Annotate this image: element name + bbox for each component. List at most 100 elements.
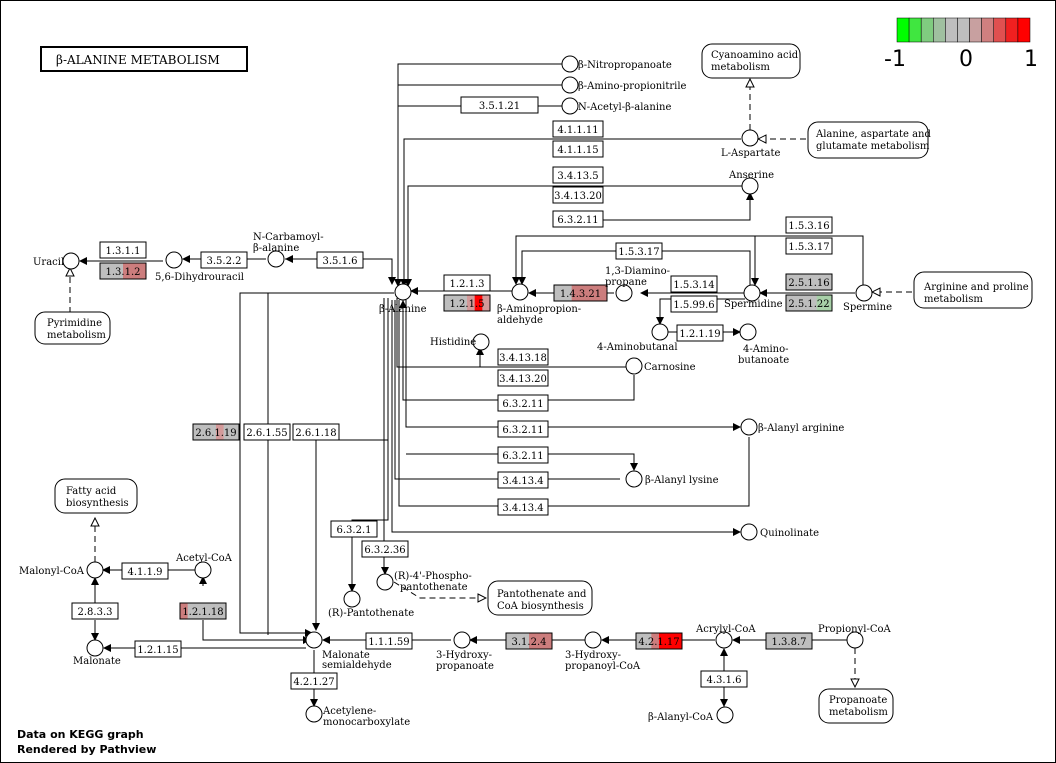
legend-swatch [908,17,922,43]
compound-acetylene[interactable] [305,705,323,723]
compound-aminobutanoate[interactable] [739,323,757,341]
enzyme-4-2-1-17[interactable]: 4.2.1.17 [635,632,683,650]
compound-alanyl-coa[interactable] [716,706,734,724]
label-acetylene-1: Acetylene- [322,706,376,717]
enzyme-1-3-8-7[interactable]: 1.3.8.7 [765,632,813,650]
enzyme-2-6-1-19[interactable]: 2.6.1.19 [192,423,240,441]
compound-nitropropanoate[interactable] [561,55,579,73]
compound-acetyl-coa[interactable] [194,561,212,579]
enzyme-1-3-1-2[interactable]: 1.3.1.2 [99,262,147,280]
compound-phosphopantothenate[interactable] [376,573,394,591]
enzyme-6-3-2-11[interactable]: 6.3.2.11 [497,446,549,464]
enzyme-1-2-1-5[interactable]: 1.2.1.5 [443,294,491,312]
enzyme-1-2-1-15[interactable]: 1.2.1.15 [134,640,182,658]
map-pyrimidine[interactable]: Pyrimidine metabolism [34,311,111,345]
enzyme-1-5-3-16[interactable]: 1.5.3.16 [785,216,833,234]
compound-b-alanine[interactable] [394,283,412,301]
compound-spermidine[interactable] [743,284,761,302]
label-acrylyl-coa: Acrylyl-CoA [695,624,756,635]
legend-mid-label: 0 [959,47,973,72]
enzyme-3-4-13-20[interactable]: 3.4.13.20 [552,186,604,204]
enzyme-3-5-2-2[interactable]: 3.5.2.2 [200,251,248,269]
svg-text:Arginine and proline: Arginine and proline [923,282,1029,293]
svg-text:1.4.3.21: 1.4.3.21 [560,289,601,300]
map-fatty-acid[interactable]: Fatty acid biosynthesis [54,478,138,514]
legend-swatch [945,17,958,43]
legend-max-label: 1 [1024,47,1038,72]
enzyme-3-4-13-4[interactable]: 3.4.13.4 [497,471,549,489]
enzyme-1-5-99-6[interactable]: 1.5.99.6 [670,295,718,313]
map-cyanoamino[interactable]: Cyanoamino acid metabolism [701,43,801,79]
compound-aminopropionitrile[interactable] [561,76,579,94]
compound-carnosine[interactable] [625,357,643,375]
enzyme-6-3-2-36[interactable]: 6.3.2.36 [361,540,409,558]
enzyme-2-6-1-18[interactable]: 2.6.1.18 [292,423,340,441]
enzyme-1-5-3-17[interactable]: 1.5.3.17 [785,237,833,255]
compound-malonyl-coa[interactable] [86,561,104,579]
compound-acetyl-b-alanine[interactable] [561,97,579,115]
compound-malonate[interactable] [86,639,104,657]
compound-spermine[interactable] [855,284,873,302]
label-carbamoyl-1: N-Carbamoyl- [253,232,324,243]
enzyme-3-4-13-18[interactable]: 3.4.13.18 [497,348,549,366]
compound-aminopropion[interactable] [511,283,529,301]
enzyme-3-4-13-20[interactable]: 3.4.13.20 [497,369,549,387]
enzyme-1-2-1-3[interactable]: 1.2.1.3 [443,274,491,292]
compound-hydroxypropanoate[interactable] [453,631,471,649]
label-aminobutanoate-2: butanoate [738,355,789,366]
label-l-aspartate: L-Aspartate [721,148,781,159]
svg-text:1.3.1.1: 1.3.1.1 [106,246,141,257]
enzyme-6-3-2-11[interactable]: 6.3.2.11 [497,420,549,438]
svg-text:1.5.3.16: 1.5.3.16 [788,221,829,232]
svg-text:2.6.1.18: 2.6.1.18 [295,428,336,439]
enzyme-1-1-1-59[interactable]: 1.1.1.59 [365,632,413,650]
enzyme-4-1-1-9[interactable]: 4.1.1.9 [121,562,169,580]
compound-alanyl-arginine[interactable] [740,418,758,436]
compound-acrylyl-coa[interactable] [715,631,733,649]
enzyme-6-3-2-1[interactable]: 6.3.2.1 [330,520,378,538]
compound-histidine[interactable] [472,333,490,351]
enzyme-3-4-13-5[interactable]: 3.4.13.5 [552,166,604,184]
enzyme-2-5-1-22[interactable]: 2.5.1.22 [785,294,833,312]
compound-aminobutanal[interactable] [651,323,669,341]
legend-min-label: -1 [884,47,906,72]
enzyme-4-2-1-27[interactable]: 4.2.1.27 [290,672,338,690]
compound-anserine[interactable] [741,177,759,195]
enzyme-4-1-1-15[interactable]: 4.1.1.15 [552,140,604,158]
compound-quinolinate[interactable] [740,523,758,541]
enzyme-1-3-1-1[interactable]: 1.3.1.1 [99,241,147,259]
enzyme-4-1-1-11[interactable]: 4.1.1.11 [552,120,604,138]
compound-alanyl-lysine[interactable] [625,470,643,488]
enzyme-6-3-2-11[interactable]: 6.3.2.11 [552,210,604,228]
enzyme-3-4-13-4[interactable]: 3.4.13.4 [497,498,549,516]
compound-carbamoyl[interactable] [267,250,285,268]
compound-labels: β-Alanine β-Nitropropanoate β-Amino-prop… [19,60,892,728]
map-pantothenate[interactable]: Pantothenate and CoA biosynthesis [487,580,593,616]
enzyme-6-3-2-11[interactable]: 6.3.2.11 [497,394,549,412]
enzyme-2-8-3-3[interactable]: 2.8.3.3 [71,602,119,620]
enzyme-4-3-1-6[interactable]: 4.3.1.6 [700,670,748,688]
compound-l-aspartate[interactable] [741,129,759,147]
enzyme-1-4-3-21[interactable]: 1.4.3.21 [553,284,608,302]
compound-hydroxypropanoyl[interactable] [584,631,602,649]
compound-dihydrouracil[interactable] [165,251,183,269]
compound-pantothenate[interactable] [343,590,361,608]
enzyme-1-2-1-18[interactable]: 1.2.1.18 [179,602,227,620]
enzyme-3-5-1-21[interactable]: 3.5.1.21 [460,96,539,114]
svg-text:6.3.2.11: 6.3.2.11 [502,451,543,462]
enzyme-2-6-1-55[interactable]: 2.6.1.55 [243,423,291,441]
enzyme-3-5-1-6[interactable]: 3.5.1.6 [316,251,364,269]
compound-uracil[interactable] [62,252,80,270]
enzyme-1-2-1-19[interactable]: 1.2.1.19 [676,324,724,342]
map-alanine-aspartate[interactable]: Alanine, aspartate and glutamate metabol… [807,121,931,159]
compound-diaminopropane[interactable] [615,284,633,302]
map-propanoate[interactable]: Propanoate metabolism [818,688,894,724]
svg-text:6.3.2.11: 6.3.2.11 [557,215,598,226]
enzyme-1-5-3-17[interactable]: 1.5.3.17 [615,242,663,260]
compound-malonate-semi[interactable] [305,631,323,649]
compound-propionyl-coa[interactable] [846,631,864,649]
enzyme-2-5-1-16[interactable]: 2.5.1.16 [785,273,833,291]
enzyme-3-1-2-4[interactable]: 3.1.2.4 [505,632,553,650]
enzyme-1-5-3-14[interactable]: 1.5.3.14 [670,275,718,293]
map-arginine-proline[interactable]: Arginine and proline metabolism [913,271,1033,309]
